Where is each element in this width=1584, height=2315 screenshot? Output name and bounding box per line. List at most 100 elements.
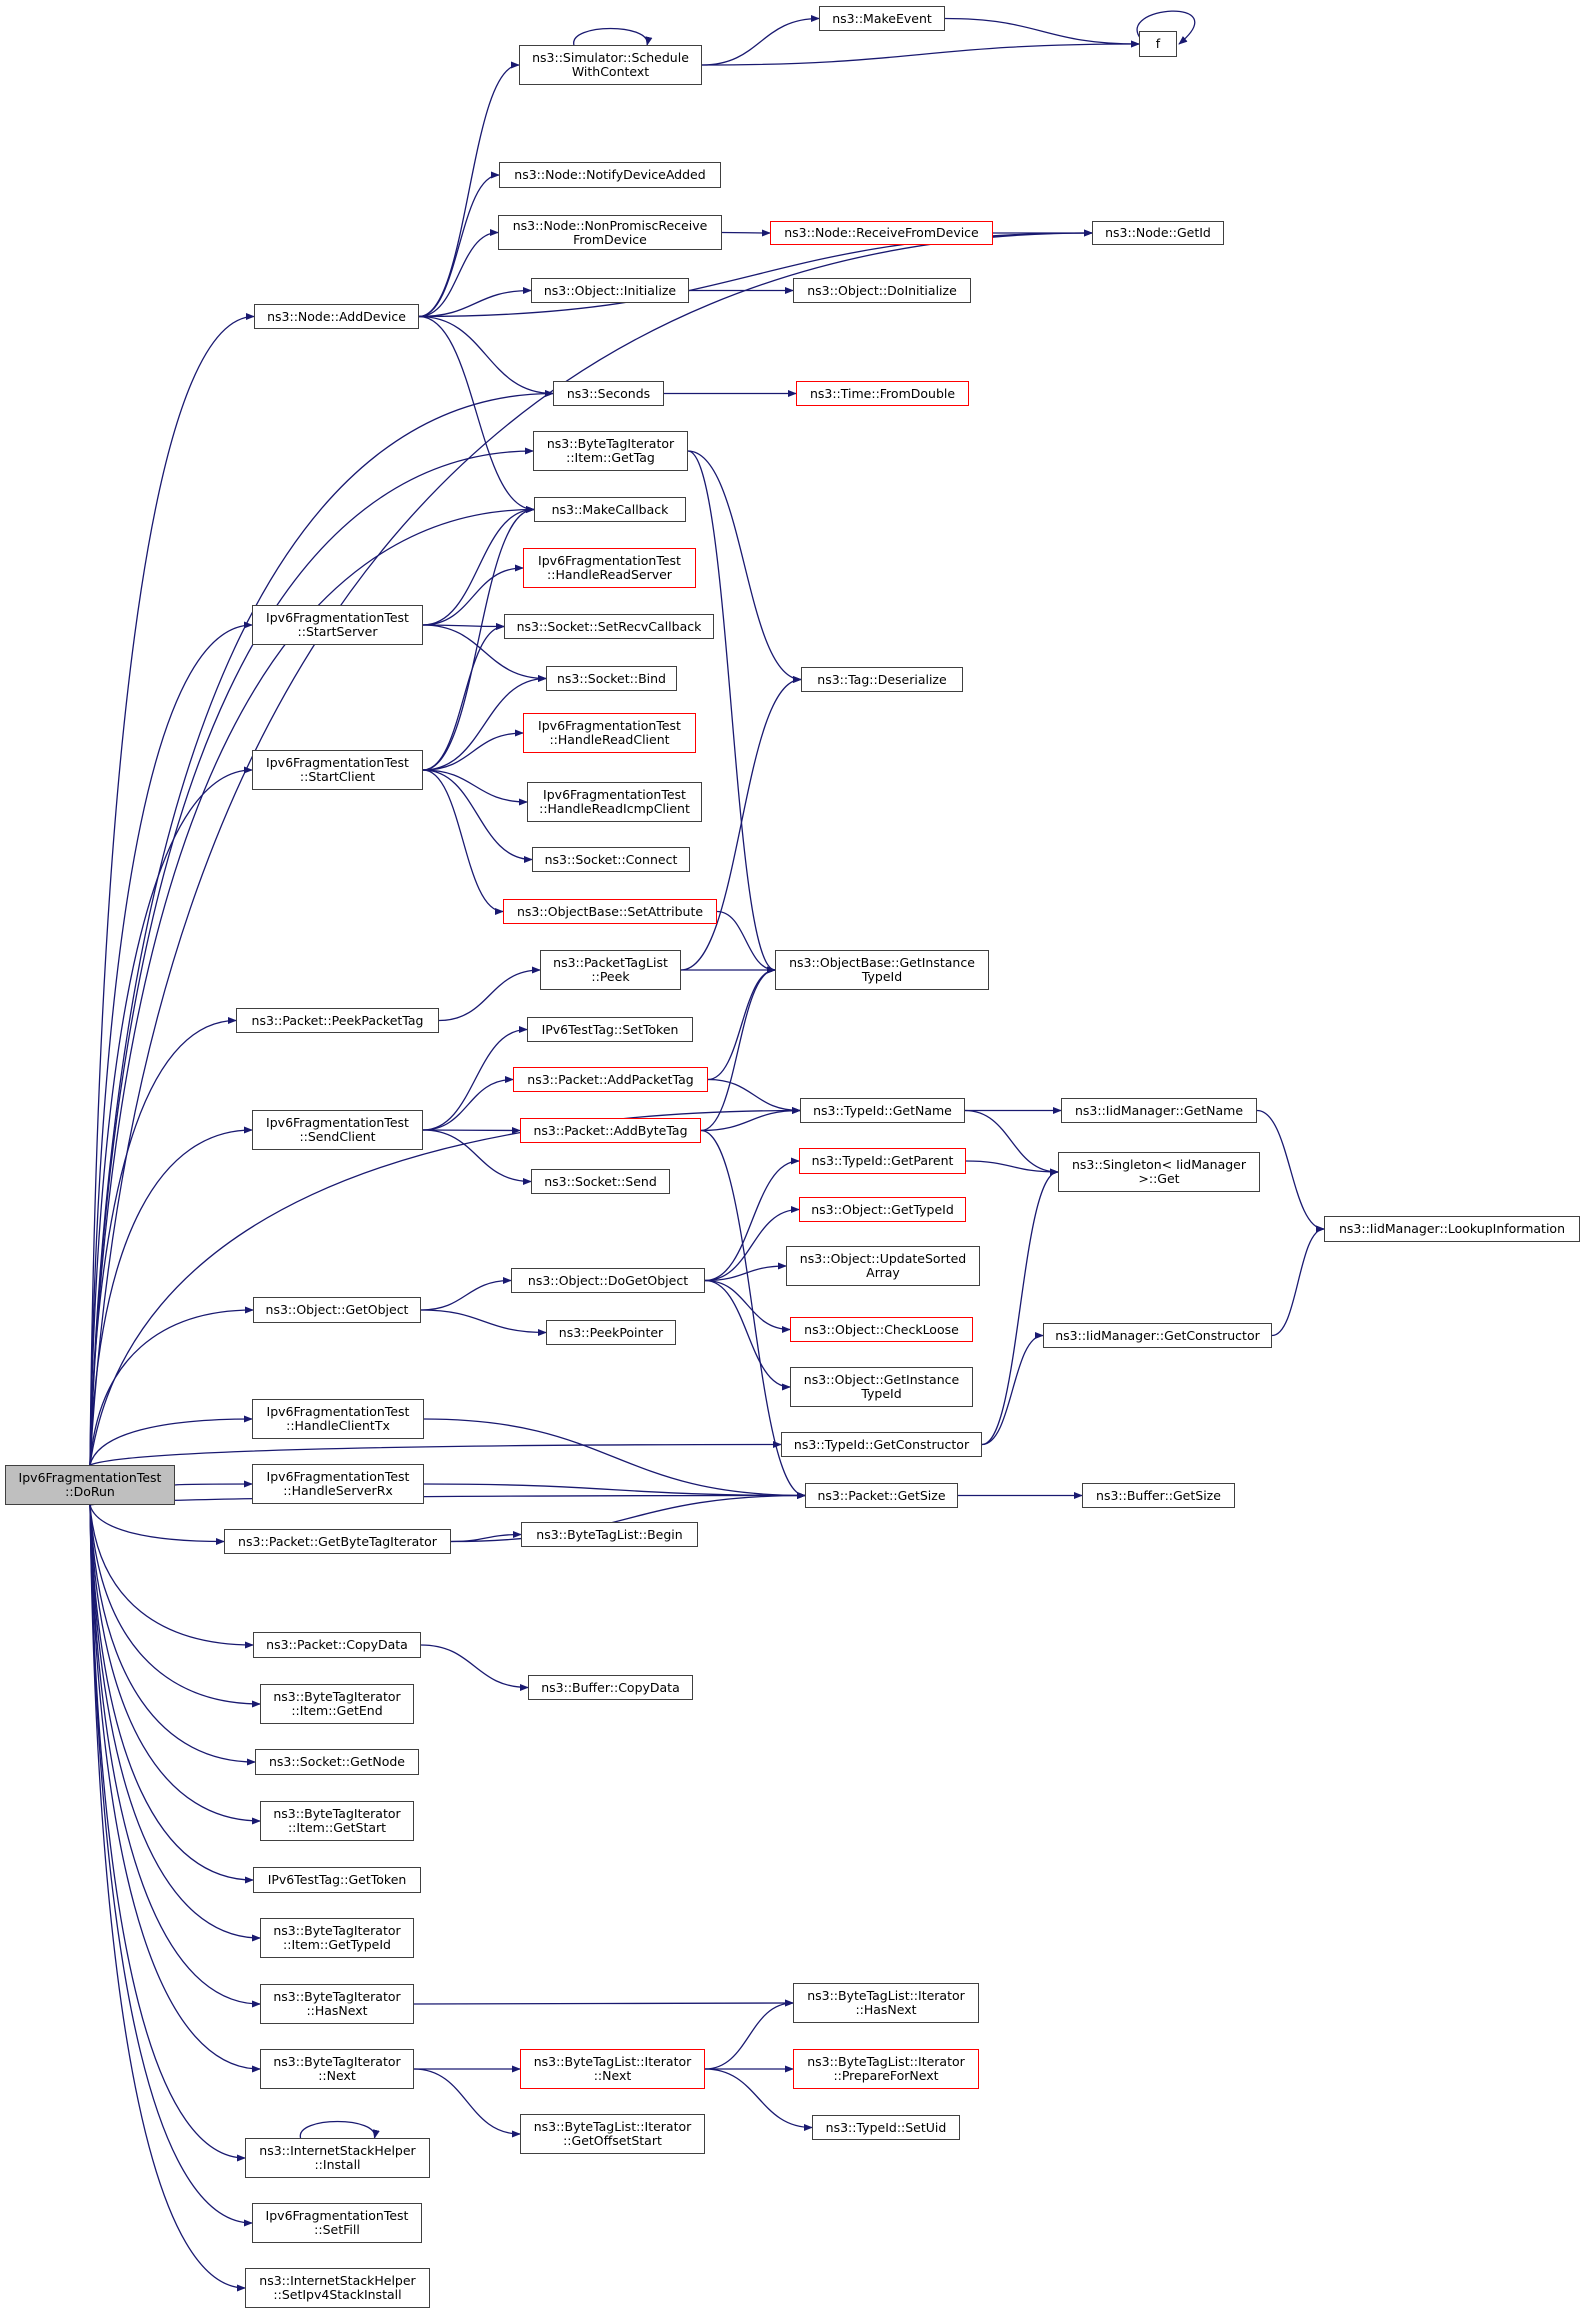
node-seconds[interactable]: ns3::Seconds (553, 381, 664, 406)
node-label: f (1155, 36, 1161, 51)
edge-dorun-to-gettoken (89, 1504, 254, 1884)
node-deserialize[interactable]: ns3::Tag::Deserialize (801, 667, 963, 692)
node-addbytetag[interactable]: ns3::Packet::AddByteTag (520, 1118, 701, 1143)
node-singleton[interactable]: ns3::Singleton< IidManager>::Get (1058, 1152, 1260, 1192)
node-getstart[interactable]: ns3::ByteTagIterator::Item::GetStart (260, 1801, 414, 1841)
node-setuid[interactable]: ns3::TypeId::SetUid (812, 2115, 960, 2140)
node-dogetobject[interactable]: ns3::Object::DoGetObject (511, 1268, 705, 1293)
edge-iternext-to-iterhasnext (704, 1999, 794, 2070)
node-typeidgetname[interactable]: ns3::TypeId::GetName (800, 1098, 965, 1123)
node-label: Ipv6FragmentationTest (266, 1115, 409, 1130)
node-iternext[interactable]: ns3::ByteTagList::Iterator::Next (520, 2049, 705, 2089)
node-handlereadserver[interactable]: Ipv6FragmentationTest::HandleReadServer (523, 548, 696, 588)
node-prepare[interactable]: ns3::ByteTagList::Iterator::PrepareForNe… (793, 2049, 979, 2089)
node-initialize[interactable]: ns3::Object::Initialize (531, 278, 689, 303)
node-getid[interactable]: ns3::Node::GetId (1092, 221, 1224, 245)
node-lookup[interactable]: ns3::IidManager::LookupInformation (1324, 1216, 1580, 1242)
node-label: ns3::Socket::SetRecvCallback (516, 618, 702, 634)
node-label: ::PrepareForNext (833, 2068, 939, 2083)
node-startserver[interactable]: Ipv6FragmentationTest::StartServer (252, 605, 423, 645)
node-label: ns3::Singleton< IidManager (1071, 1157, 1247, 1172)
node-setfill[interactable]: Ipv6FragmentationTest::SetFill (252, 2203, 422, 2243)
node-addpackettag[interactable]: ns3::Packet::AddPacketTag (513, 1067, 708, 1092)
edge-addpackettag-to-typeidgetname (707, 1078, 801, 1115)
edge-dorun-to-handleclienttx (89, 1415, 253, 1466)
node-getend[interactable]: ns3::ByteTagIterator::Item::GetEnd (260, 1684, 414, 1724)
node-makeevent[interactable]: ns3::MakeEvent (819, 6, 945, 31)
node-label: ::GetOffsetStart (563, 2133, 662, 2148)
node-peek[interactable]: ns3::PacketTagList::Peek (540, 950, 681, 990)
node-label: TypeId (861, 969, 903, 984)
node-peekpointer[interactable]: ns3::PeekPointer (546, 1320, 676, 1345)
node-label: FromDevice (573, 231, 647, 247)
node-next[interactable]: ns3::ByteTagIterator::Next (260, 2049, 414, 2089)
node-connect[interactable]: ns3::Socket::Connect (532, 847, 690, 872)
node-objgettypeid[interactable]: ns3::Object::GetTypeId (799, 1197, 966, 1222)
node-buffergetsize[interactable]: ns3::Buffer::GetSize (1082, 1483, 1235, 1508)
node-packetgetsize[interactable]: ns3::Packet::GetSize (805, 1483, 958, 1508)
node-copydata[interactable]: ns3::Packet::CopyData (253, 1632, 421, 1658)
node-label: ns3::Buffer::GetSize (1096, 1487, 1221, 1503)
node-startclient[interactable]: Ipv6FragmentationTest::StartClient (252, 750, 423, 790)
node-label: ns3::Buffer::CopyData (541, 1679, 680, 1695)
node-label: ns3::Packet::AddPacketTag (527, 1071, 694, 1087)
node-label: ns3::Node::AddDevice (267, 308, 406, 324)
node-install[interactable]: ns3::InternetStackHelper::Install (245, 2138, 430, 2178)
edge-dorun-to-adddevice (89, 312, 255, 1466)
node-label: ns3::TypeId::SetUid (825, 2119, 947, 2135)
node-getobject[interactable]: ns3::Object::GetObject (253, 1297, 421, 1323)
node-iidgetconstructor[interactable]: ns3::IidManager::GetConstructor (1043, 1323, 1272, 1348)
node-offsetstart[interactable]: ns3::ByteTagList::Iterator::GetOffsetSta… (520, 2114, 705, 2154)
node-gettoken[interactable]: IPv6TestTag::GetToken (253, 1867, 421, 1893)
node-typeidgetconstructor[interactable]: ns3::TypeId::GetConstructor (781, 1432, 982, 1457)
node-label: ns3::Socket::GetNode (269, 1754, 405, 1769)
edge-addbytetag-to-obgetinstancetypeid (700, 966, 776, 1132)
node-bind[interactable]: ns3::Socket::Bind (546, 666, 677, 691)
node-fromdouble[interactable]: ns3::Time::FromDouble (796, 381, 969, 406)
edge-adddevice-to-makecallback (418, 315, 535, 514)
edge-getobject-to-peekpointer (420, 1309, 547, 1337)
node-adddevice[interactable]: ns3::Node::AddDevice (254, 304, 419, 329)
node-setipv4[interactable]: ns3::InternetStackHelper::SetIpv4StackIn… (245, 2268, 430, 2308)
edge-dorun-to-itemgettypeid (89, 1504, 261, 1942)
node-receivefromdevice[interactable]: ns3::Node::ReceiveFromDevice (770, 221, 993, 245)
node-iterhasnext[interactable]: ns3::ByteTagList::Iterator::HasNext (793, 1983, 979, 2023)
node-f[interactable]: f (1139, 31, 1177, 57)
node-hasnext[interactable]: ns3::ByteTagIterator::HasNext (260, 1984, 414, 2024)
node-getparent[interactable]: ns3::TypeId::GetParent (799, 1148, 966, 1174)
edge-sendclient-to-addpackettag (422, 1075, 514, 1131)
node-settoken[interactable]: IPv6TestTag::SetToken (527, 1017, 693, 1042)
node-handlereadclient[interactable]: Ipv6FragmentationTest::HandleReadClient (523, 713, 696, 753)
node-handlereadicmp[interactable]: Ipv6FragmentationTest::HandleReadIcmpCli… (527, 782, 702, 822)
node-getbytetagiterator[interactable]: ns3::Packet::GetByteTagIterator (224, 1529, 451, 1554)
node-buffercopydata[interactable]: ns3::Buffer::CopyData (528, 1675, 693, 1700)
node-setrecvcallback[interactable]: ns3::Socket::SetRecvCallback (504, 614, 714, 639)
node-getnode[interactable]: ns3::Socket::GetNode (255, 1749, 419, 1775)
node-label: ns3::Seconds (566, 385, 651, 401)
node-doinitialize[interactable]: ns3::Object::DoInitialize (793, 278, 971, 303)
node-sendclient[interactable]: Ipv6FragmentationTest::SendClient (252, 1110, 423, 1150)
node-handleserverrx[interactable]: Ipv6FragmentationTest::HandleServerRx (252, 1464, 424, 1504)
node-label: ns3::MakeCallback (551, 501, 669, 517)
node-notifydeviceadded[interactable]: ns3::Node::NotifyDeviceAdded (499, 162, 721, 188)
edge-dorun-to-makecallback (89, 505, 535, 1466)
node-label: ns3::ObjectBase::SetAttribute (516, 903, 704, 919)
node-itemgettypeid[interactable]: ns3::ByteTagIterator::Item::GetTypeId (260, 1918, 414, 1958)
node-checkloose[interactable]: ns3::Object::CheckLoose (790, 1317, 973, 1342)
node-handleclienttx[interactable]: Ipv6FragmentationTest::HandleClientTx (252, 1399, 424, 1439)
edge-dogetobject-to-checkloose (704, 1279, 791, 1334)
node-begin[interactable]: ns3::ByteTagList::Begin (521, 1522, 698, 1547)
node-peekpackettag[interactable]: ns3::Packet::PeekPacketTag (236, 1008, 439, 1033)
node-send[interactable]: ns3::Socket::Send (531, 1169, 670, 1194)
node-makecallback[interactable]: ns3::MakeCallback (534, 497, 686, 522)
node-gettag[interactable]: ns3::ByteTagIterator::Item::GetTag (533, 431, 688, 471)
node-setattribute[interactable]: ns3::ObjectBase::SetAttribute (503, 899, 717, 924)
edge-addbytetag-to-packetgetsize (700, 1129, 806, 1500)
node-label: ::Next (593, 2068, 632, 2083)
node-iidgetname[interactable]: ns3::IidManager::GetName (1061, 1098, 1257, 1123)
